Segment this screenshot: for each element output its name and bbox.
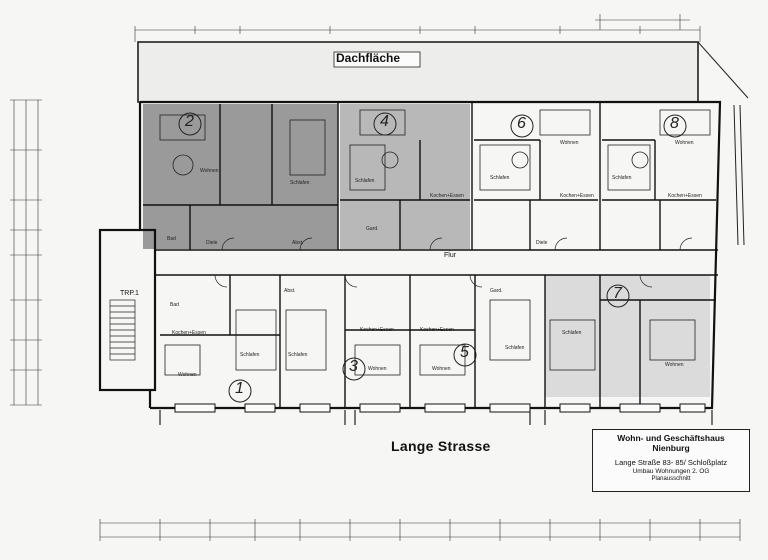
room-label: Schlafen <box>505 345 525 351</box>
room-label: Kochen+Essen <box>430 193 464 199</box>
room-label: Kochen+Essen <box>172 330 206 336</box>
top-dimension-line <box>134 14 701 42</box>
room-label: Schlafen <box>290 180 310 186</box>
title-block: Wohn- und Geschäftshaus Nienburg Lange S… <box>592 429 750 492</box>
left-dimension-line <box>10 99 42 406</box>
unit-number: 4 <box>380 113 389 130</box>
street-label: Lange Strasse <box>391 438 491 454</box>
room-label: Kochen+Essen <box>560 193 594 199</box>
room-label: Wohnen <box>200 168 219 174</box>
unit-number: 2 <box>185 113 194 130</box>
project-line: Umbau Wohnungen 2. OG <box>632 468 710 475</box>
room-label: Wohnen <box>368 366 387 372</box>
room-label: Wohnen <box>665 362 684 368</box>
room-label: Gard. <box>490 288 503 294</box>
bottom-dimension-line <box>99 519 741 541</box>
facade-markers <box>159 410 713 425</box>
unit-number: 8 <box>670 115 679 132</box>
room-label: Wohnen <box>560 140 579 146</box>
unit-number: 7 <box>613 285 622 302</box>
unit-number: 1 <box>235 380 244 397</box>
room-label: Schlafen <box>562 330 582 336</box>
top-unit-walls <box>143 102 716 250</box>
room-label: Bad <box>167 236 176 242</box>
room-label: Schlafen <box>612 175 632 181</box>
unit-number: 6 <box>517 115 526 132</box>
room-label: Diele <box>536 240 548 246</box>
title-line: Wohn- und Geschäftshaus <box>617 433 725 443</box>
room-label: Bad <box>170 302 179 308</box>
street-windows <box>174 403 706 413</box>
room-label: Schlafen <box>490 175 510 181</box>
room-label: Schlafen <box>240 352 260 358</box>
unit-number: 5 <box>460 344 469 361</box>
stair-treads <box>109 299 136 361</box>
room-label: Schlafen <box>355 178 375 184</box>
corridor-label: Flur <box>444 252 457 259</box>
room-label: Kochen+Essen <box>360 327 394 333</box>
unit-7-area <box>545 275 710 397</box>
unit-number: 3 <box>349 358 358 375</box>
corridor-walls <box>155 249 718 276</box>
room-label: Gard. <box>366 226 379 232</box>
roof-label: Dachfläche <box>336 51 401 65</box>
unit-circles <box>178 112 687 403</box>
unit-2-area <box>143 104 338 249</box>
bottom-unit-walls <box>160 275 716 408</box>
room-label: Wohnen <box>178 372 197 378</box>
room-label: Wohnen <box>432 366 451 372</box>
room-label: Wohnen <box>675 140 694 146</box>
title-line: Nienburg <box>652 443 690 453</box>
room-label: Diele <box>206 240 218 246</box>
room-label: Abst. <box>284 288 296 294</box>
sheet-type-line: Planausschnitt <box>651 476 691 482</box>
room-label: Schlafen <box>288 352 308 358</box>
roof-area <box>137 41 699 103</box>
room-label: Abst. <box>292 240 304 246</box>
address-line: Lange Straße 83- 85/ Schloßplatz <box>614 458 728 467</box>
door-swings <box>214 237 693 288</box>
room-label: Kochen+Essen <box>420 327 454 333</box>
room-label: Kochen+Essen <box>668 193 702 199</box>
stair-label: TRP.1 <box>120 290 139 297</box>
